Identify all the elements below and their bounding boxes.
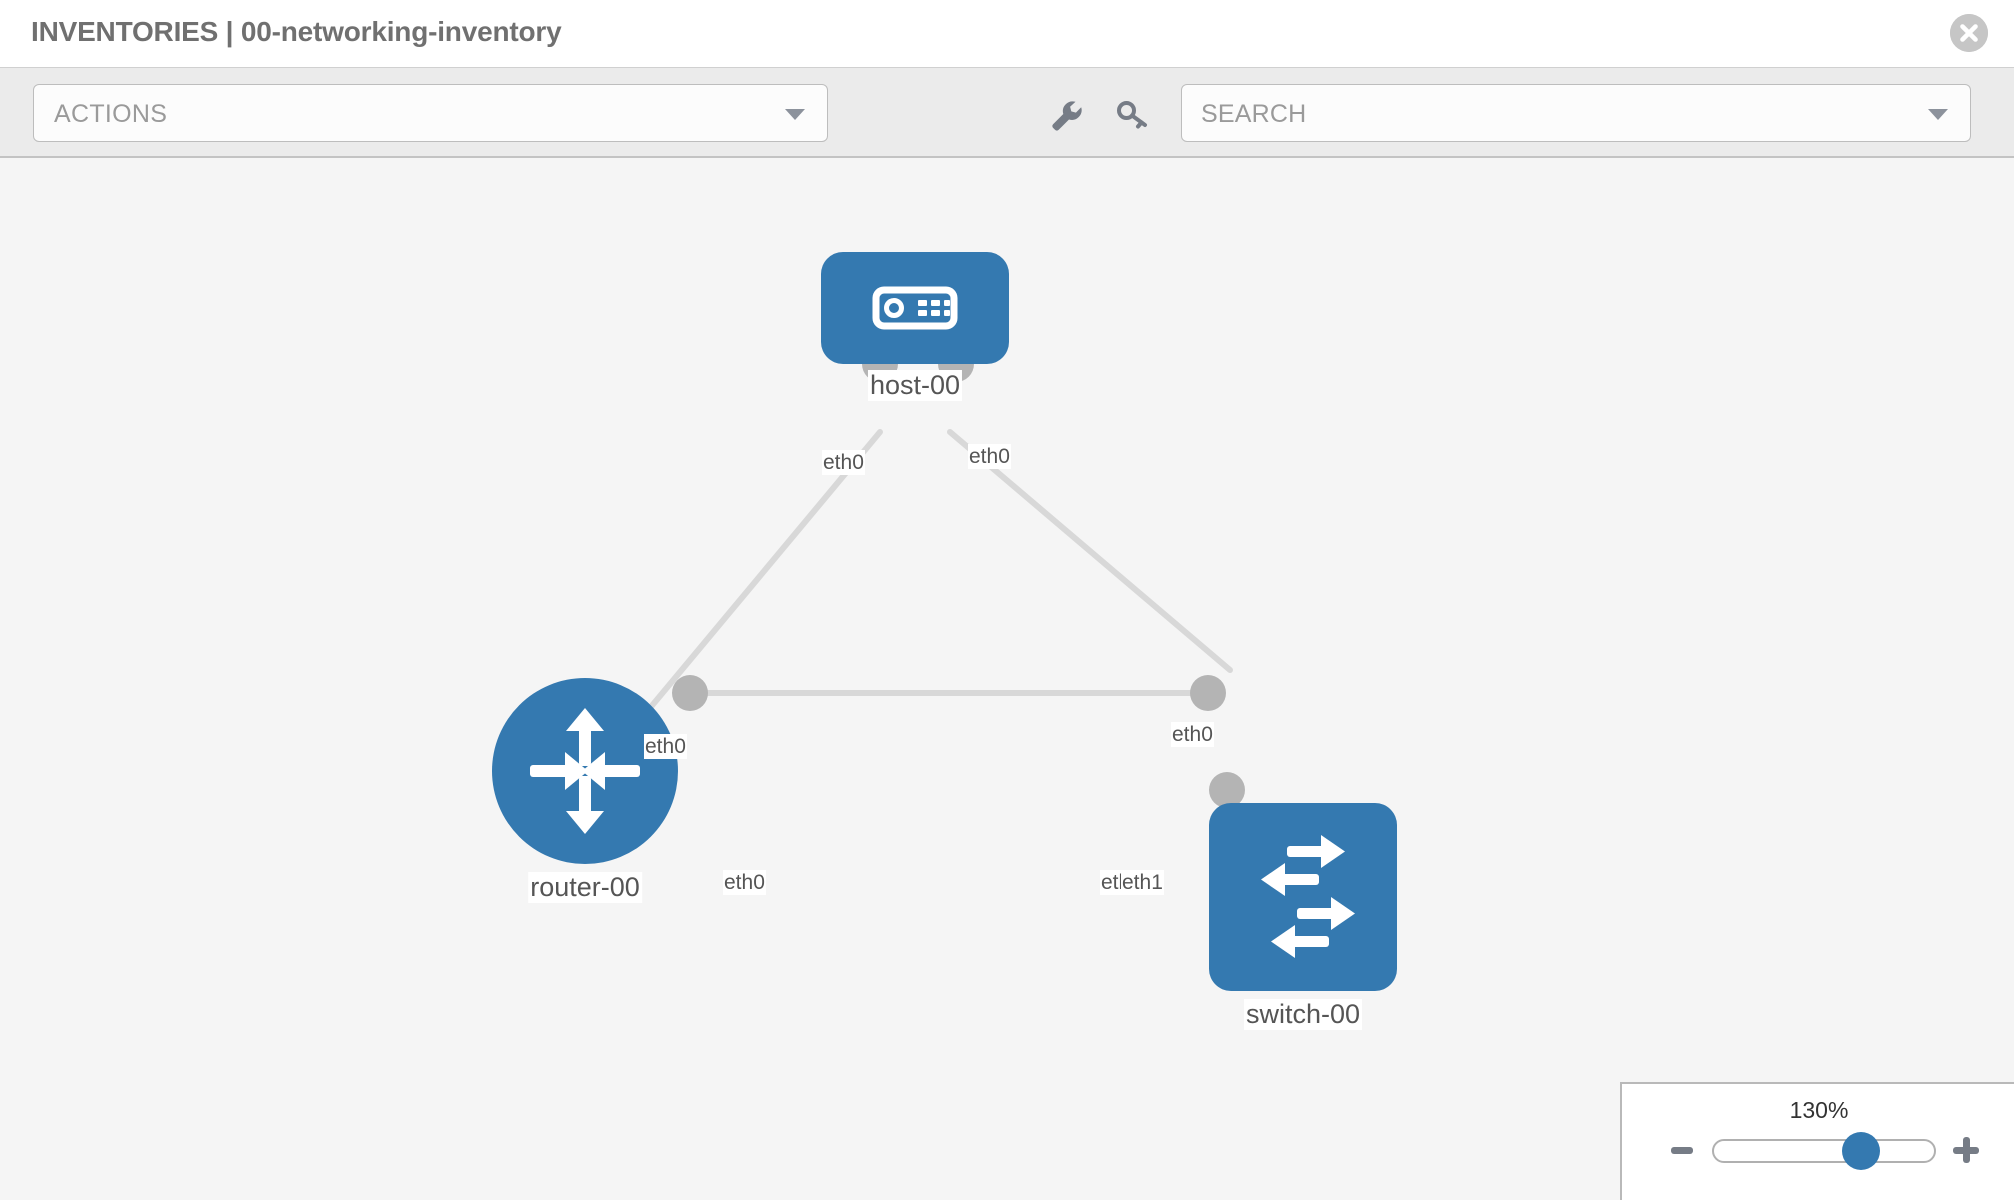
key-icon[interactable] bbox=[1112, 94, 1152, 134]
node-router-00-shape bbox=[492, 678, 678, 864]
port-label-host00-eth0-left: eth0 bbox=[822, 450, 865, 476]
node-switch-00-label: switch-00 bbox=[1243, 999, 1363, 1031]
node-switch-00[interactable]: switch-00 bbox=[1209, 803, 1397, 1031]
edge-host00-router00 bbox=[637, 429, 883, 723]
page-title: INVENTORIES | 00-networking-inventory bbox=[31, 16, 562, 47]
node-router-00-label: router-00 bbox=[528, 872, 642, 904]
port-label-router00-eth0-right: eth0 bbox=[723, 870, 766, 896]
zoom-out-button[interactable] bbox=[1671, 1147, 1693, 1154]
port-nub-router00-right[interactable] bbox=[672, 675, 708, 711]
port-label-switch00-eth1-left: eth1 bbox=[1121, 870, 1164, 896]
edge-host00-switch00 bbox=[947, 429, 1233, 673]
search-placeholder: SEARCH bbox=[1201, 100, 1307, 128]
zoom-slider-thumb[interactable] bbox=[1842, 1132, 1880, 1170]
search-input[interactable]: SEARCH bbox=[1181, 84, 1971, 142]
zoom-control-panel: 130% bbox=[1620, 1082, 2014, 1200]
zoom-level-value: 130% bbox=[1789, 1097, 1849, 1123]
chevron-down-icon bbox=[785, 109, 805, 120]
chevron-down-icon[interactable] bbox=[1928, 109, 1948, 120]
wrench-icon[interactable] bbox=[1045, 94, 1085, 134]
port-label-host00-eth0-right: eth0 bbox=[968, 444, 1011, 470]
node-host-00[interactable]: host-00 bbox=[821, 252, 1009, 402]
toolbar: ACTIONS SEARCH bbox=[0, 68, 2014, 158]
node-host-00-label: host-00 bbox=[867, 370, 963, 402]
switch-arrows-icon bbox=[1261, 835, 1355, 958]
zoom-slider-track[interactable] bbox=[1712, 1139, 1936, 1163]
actions-dropdown[interactable]: ACTIONS bbox=[33, 84, 828, 142]
port-nub-switch00-top[interactable] bbox=[1209, 772, 1245, 808]
page-header: INVENTORIES | 00-networking-inventory bbox=[0, 0, 2014, 68]
node-host-00-shape bbox=[821, 252, 1009, 364]
port-label-switch00-eth0-up: eth0 bbox=[1171, 722, 1214, 748]
server-icon bbox=[872, 286, 958, 330]
topology-canvas[interactable]: host-00 bbox=[0, 160, 2014, 1200]
node-switch-00-shape bbox=[1209, 803, 1397, 991]
zoom-in-button[interactable] bbox=[1953, 1137, 1979, 1163]
close-icon[interactable] bbox=[1950, 14, 1988, 52]
router-arrows-icon bbox=[530, 708, 640, 834]
actions-dropdown-label: ACTIONS bbox=[54, 100, 168, 128]
topology-edges bbox=[637, 429, 1233, 723]
port-label-router00-eth0-up: eth0 bbox=[644, 734, 687, 760]
port-nub-switch00-left[interactable] bbox=[1190, 675, 1226, 711]
node-router-00[interactable]: router-00 bbox=[492, 678, 678, 904]
